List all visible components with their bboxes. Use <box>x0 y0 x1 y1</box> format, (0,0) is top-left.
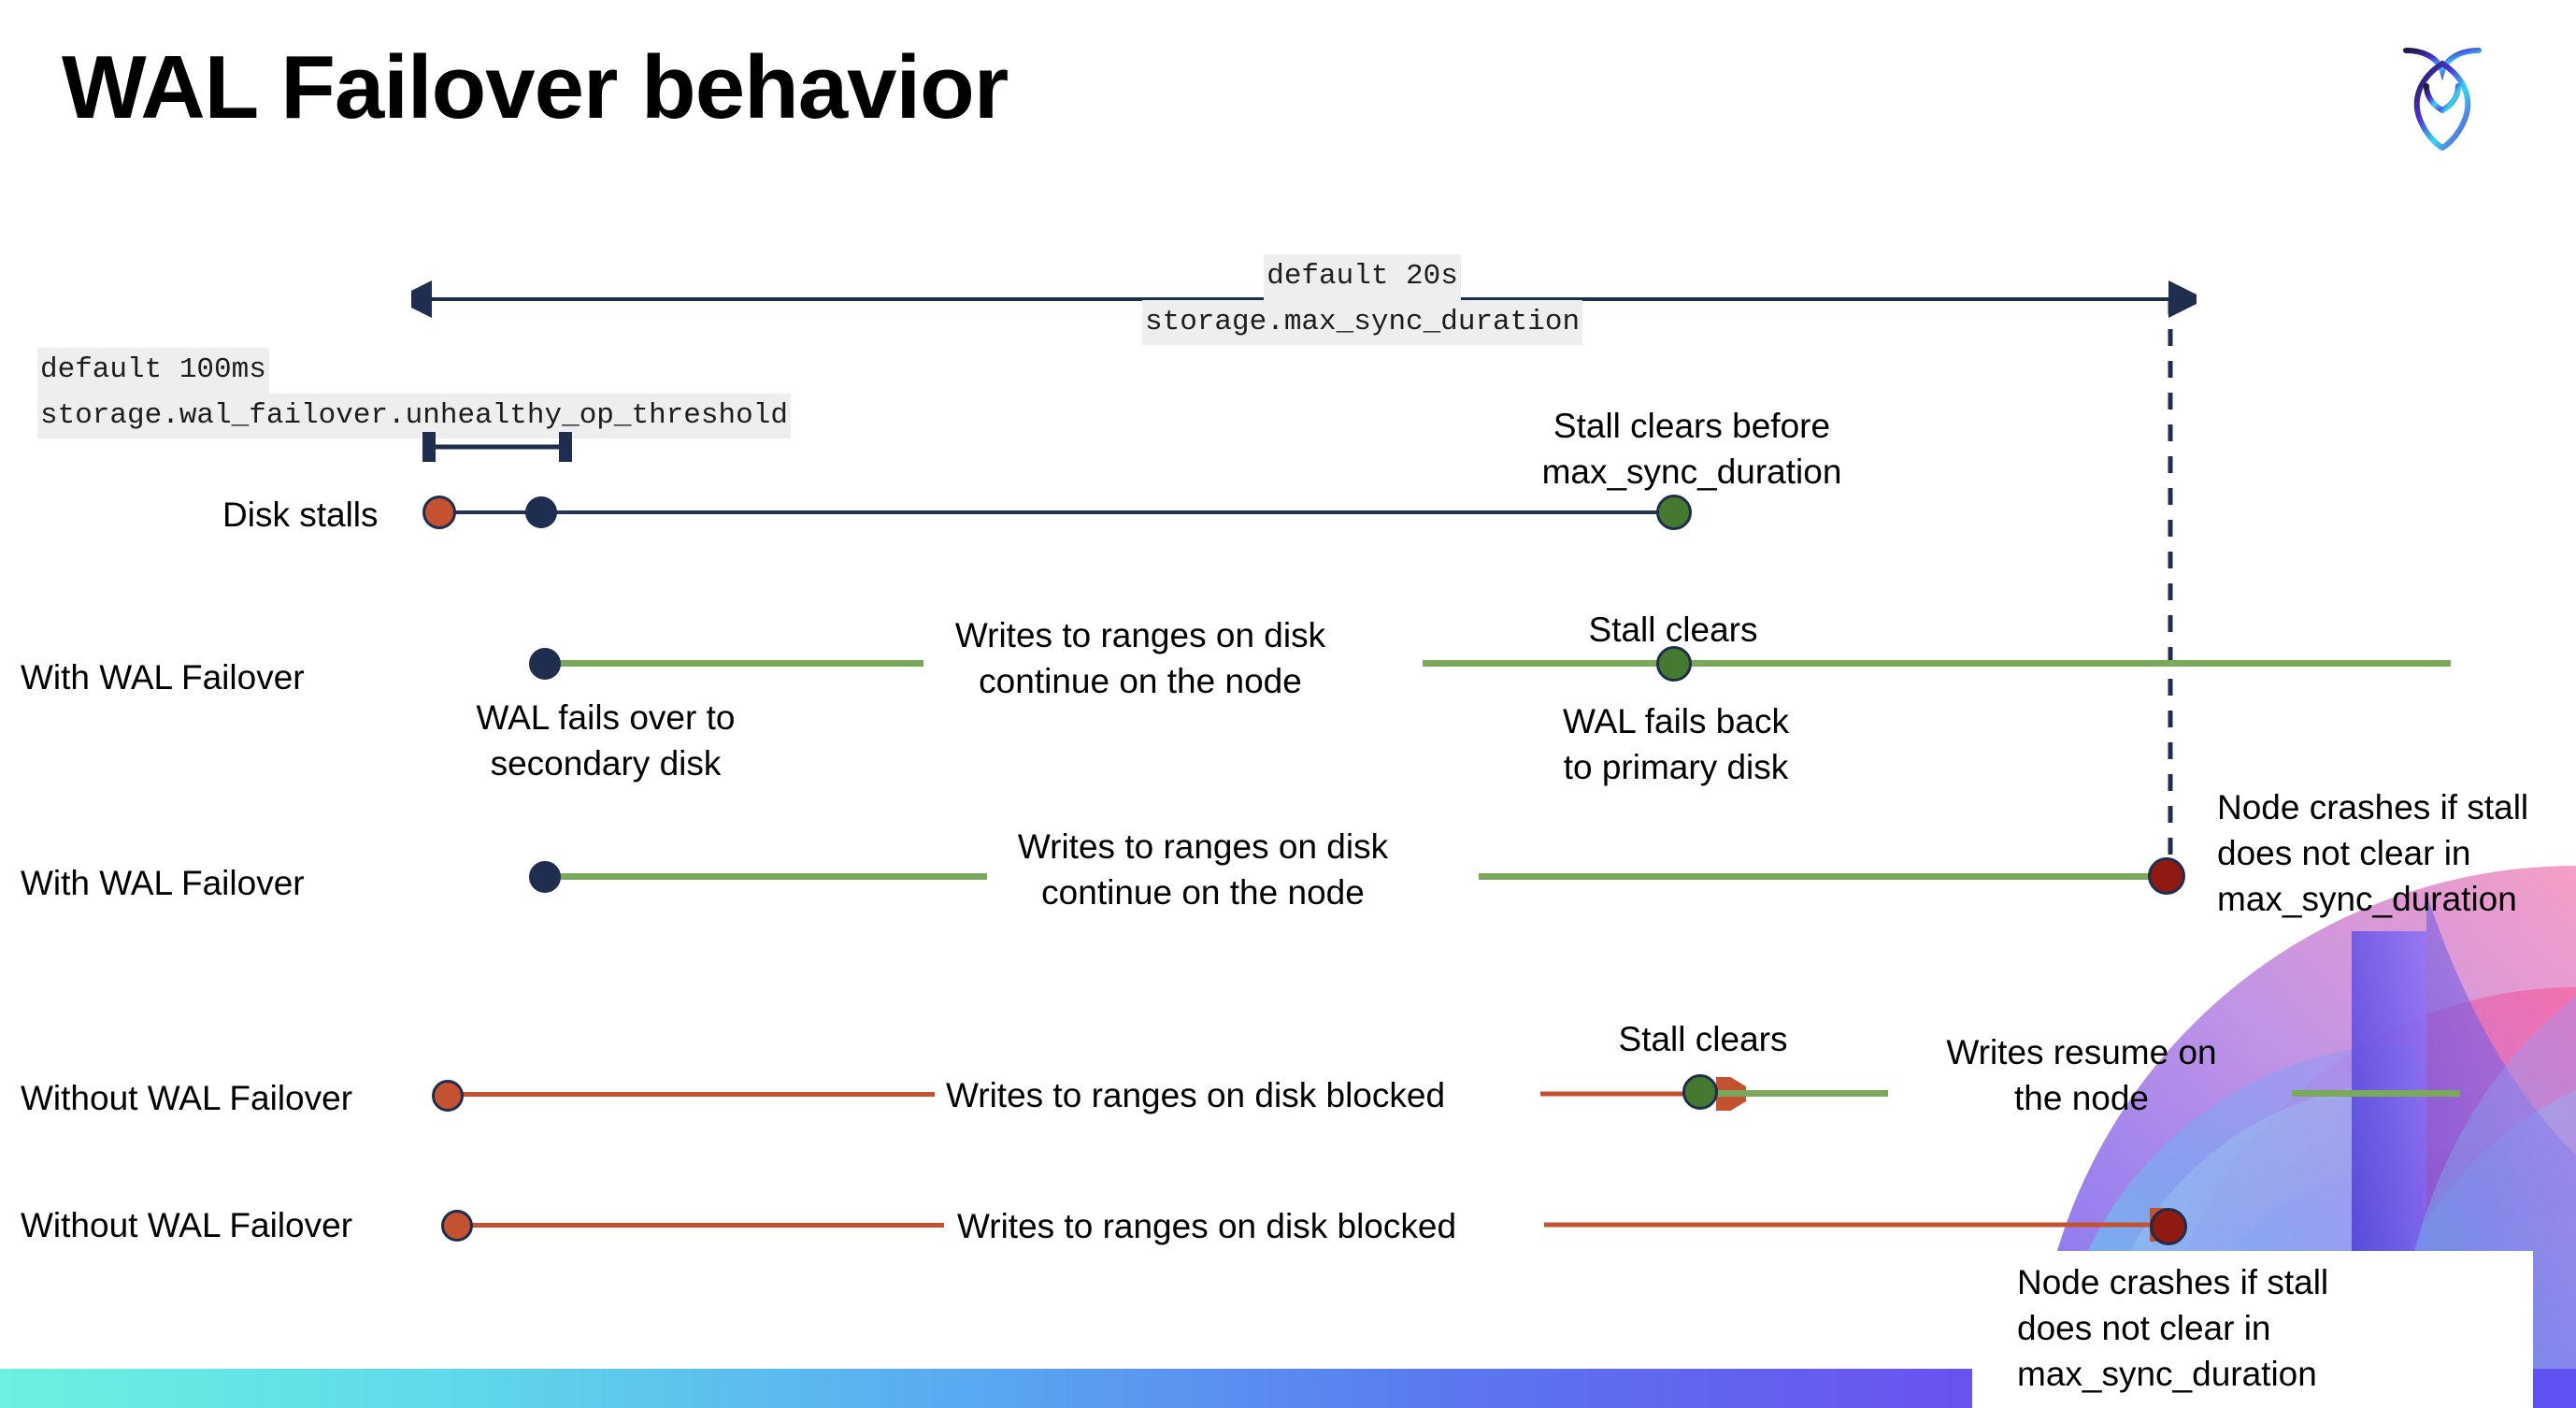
with-failover-1-right-note: WAL fails back to primary disk <box>1563 702 1789 786</box>
max-sync-name: storage.max_sync_duration <box>1142 299 1583 345</box>
without-failover-1-resume-line-b <box>2292 1090 2460 1097</box>
with-failover-2-crash-dot <box>2148 857 2185 895</box>
without-failover-2-blocked-arrow <box>1544 1208 2180 1242</box>
without-failover-1-blocked-line-a <box>449 1092 935 1097</box>
without-failover-2-blocked-note: Writes to ranges on disk blocked <box>957 1207 1457 1245</box>
with-failover-2-crash-note: Node crashes if stall does not clear in … <box>2217 788 2529 918</box>
with-failover-1-left-note: WAL fails over to secondary disk <box>476 698 736 783</box>
max-sync-duration-dashed-line <box>2168 297 2173 877</box>
without-failover-1-resume-note: Writes resume on the node <box>1946 1033 2217 1117</box>
row-label-disk-stalls: Disk stalls <box>222 496 379 534</box>
row-label-with-wal-failover-1: With WAL Failover <box>21 658 305 697</box>
without-failover-2-crash-callout: Node crashes if stall does not clear in … <box>1972 1251 2533 1408</box>
with-failover-2-segment-b <box>1479 873 2168 880</box>
with-failover-1-start-dot <box>529 648 561 680</box>
without-failover-2-crash-note: Node crashes if stall does not clear in … <box>2017 1263 2329 1393</box>
without-failover-1-clear-dot <box>1682 1074 1718 1110</box>
unhealthy-op-threshold-arrow <box>422 432 572 462</box>
with-failover-1-clear-dot <box>1656 646 1692 682</box>
without-failover-1-start-dot <box>432 1080 464 1112</box>
row-label-without-wal-failover-2: Without WAL Failover <box>21 1206 353 1244</box>
page-title: WAL Failover behavior <box>62 37 1009 137</box>
disk-stall-clear-dot <box>1656 495 1692 530</box>
unhealthy-op-threshold-setting: default 100ms storage.wal_failover.unhea… <box>37 348 791 438</box>
unhealthy-op-default: default 100ms <box>37 348 269 394</box>
cockroachdb-logo-icon <box>2403 48 2482 151</box>
disk-stalls-clear-annotation: Stall clears before max_sync_duration <box>1541 407 1842 491</box>
with-failover-2-segment-a <box>544 873 987 880</box>
with-failover-2-mid-note: Writes to ranges on disk continue on the… <box>1017 827 1389 912</box>
disk-stalls-timeline <box>439 510 1673 514</box>
without-failover-2-crash-dot <box>2150 1208 2187 1245</box>
with-failover-1-segment-b <box>1423 660 2451 667</box>
disk-stall-start-dot <box>422 496 456 529</box>
row-label-without-wal-failover-1: Without WAL Failover <box>21 1079 353 1117</box>
unhealthy-op-name: storage.wal_failover.unhealthy_op_thresh… <box>37 393 791 438</box>
max-sync-default: default 20s <box>1264 254 1461 300</box>
max-sync-duration-setting: default 20s storage.max_sync_duration <box>1142 254 1583 345</box>
row-label-with-wal-failover-2: With WAL Failover <box>21 864 305 902</box>
with-failover-1-stall-clears: Stall clears <box>1588 611 1758 649</box>
without-failover-2-blocked-line-a <box>458 1223 944 1228</box>
without-failover-2-start-dot <box>441 1210 473 1242</box>
with-failover-1-mid-note: Writes to ranges on disk continue on the… <box>954 616 1326 700</box>
with-failover-2-start-dot <box>529 861 561 893</box>
disk-stall-failover-dot <box>525 496 557 528</box>
without-failover-1-stall-clears: Stall clears <box>1618 1020 1788 1058</box>
with-failover-1-segment-a <box>544 660 923 667</box>
without-failover-1-resume-line-a <box>1710 1090 1888 1097</box>
without-failover-1-blocked-note: Writes to ranges on disk blocked <box>946 1076 1446 1114</box>
